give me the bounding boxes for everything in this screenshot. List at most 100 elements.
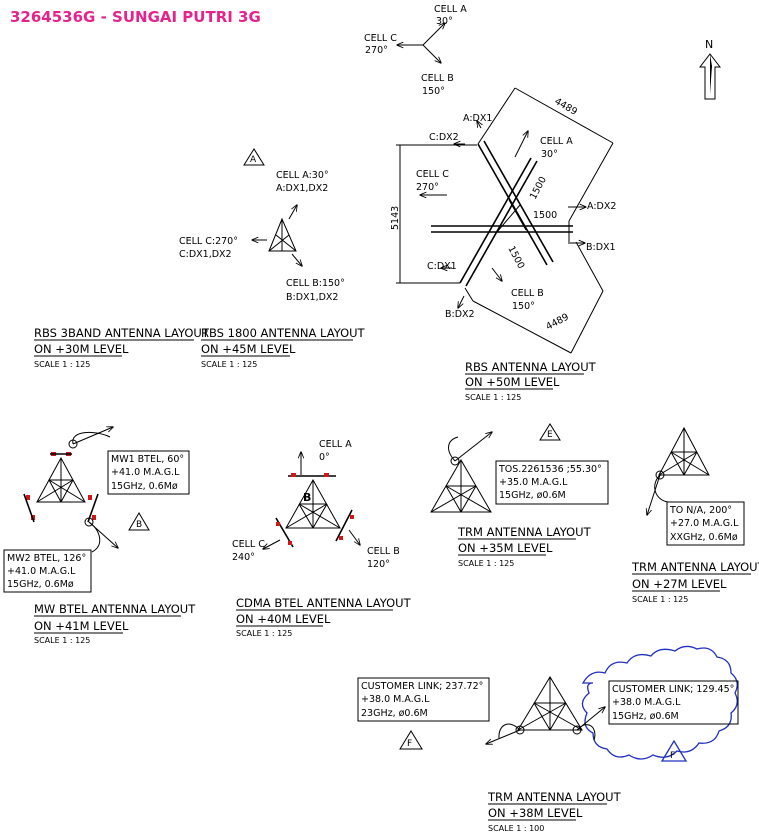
cdma-cell-c: CELL C: [232, 539, 265, 550]
rbs-cell-c-degree: 270°: [416, 182, 439, 193]
cdma-cell-b: CELL B: [367, 546, 400, 557]
trm35-caption-title: TRM ANTENNA LAYOUT: [457, 525, 592, 539]
rbs3band-scale: SCALE 1 : 125: [34, 360, 90, 369]
cdma-btel-layout: B CELL A 0° CELL C 240° CELL B 120° CDMA…: [232, 439, 412, 638]
revision-cloud: [581, 645, 738, 760]
rbs-caption-title: RBS ANTENNA LAYOUT: [465, 360, 597, 374]
trm38-box2-line-1: CUSTOMER LINK; 129.45°: [612, 684, 734, 695]
rbs1800-caption-level: ON +45M LEVEL: [201, 342, 296, 356]
cell-a-degree: 30°: [436, 16, 453, 27]
mw1-line-2: +41.0 M.A.G.L: [111, 467, 180, 478]
trm38-box1-line-2: +38.0 M.A.G.L: [361, 694, 430, 705]
cdma-scale: SCALE 1 : 125: [236, 629, 292, 638]
rbs-cell-a: CELL A: [540, 136, 573, 147]
mw1-line-3: 15GHz, 0.6Mø: [111, 481, 178, 492]
rbs-cell-b: CELL B: [511, 288, 544, 299]
cell-a-label: CELL A: [434, 4, 467, 15]
rbs-dim-5143: 5143: [390, 206, 401, 230]
section-marker-e-label: E: [547, 430, 553, 440]
mw1-info-box: [107, 450, 190, 495]
rbs3band-cell-a-dx: A:DX1,DX2: [276, 183, 328, 194]
trm38-caption-title: TRM ANTENNA LAYOUT: [487, 790, 622, 804]
mw-scale: SCALE 1 : 125: [34, 636, 90, 645]
trm38-box2-line-3: 15GHz, ø0.6M: [612, 711, 679, 722]
trm-27m-layout: TO N/A, 200° +27.0 M.A.G.L XXGHz, 0.6Mø …: [631, 426, 759, 604]
rbs-b-dx2: B:DX2: [445, 309, 475, 320]
rbs3band-caption-level: ON +30M LEVEL: [34, 342, 129, 356]
section-marker-e: [539, 423, 561, 441]
trm35-line-2: +35.0 M.A.G.L: [499, 477, 568, 488]
trm27-scale: SCALE 1 : 125: [632, 595, 688, 604]
mw2-line-2: +41.0 M.A.G.L: [7, 566, 76, 577]
rbs-dim-1500-upper: 1500: [528, 175, 549, 202]
mw-caption-level: ON +41M LEVEL: [34, 619, 129, 633]
cell-c-label: CELL C: [364, 33, 397, 44]
north-arrow-icon: N: [698, 38, 722, 100]
trm35-caption-level: ON +35M LEVEL: [458, 541, 553, 555]
cdma-cell-b-degree: 120°: [367, 559, 390, 570]
mw1-line-1: MW1 BTEL, 60°: [111, 454, 184, 465]
section-marker-f-2-label: F: [670, 751, 675, 761]
cdma-cell-a-degree: 0°: [319, 452, 330, 463]
trm38-caption-level: ON +38M LEVEL: [488, 806, 583, 820]
trm35-line-1: TOS.2261536 ;55.30°: [498, 464, 602, 475]
rbs-antenna-layout: A:DX1 C:DX2 CELL A 30° CELL C 270° A:DX2…: [390, 87, 616, 402]
trm27-info-box: [666, 501, 745, 546]
rbs3band-cell-c: CELL C:270°: [179, 236, 238, 247]
cdma-caption-title: CDMA BTEL ANTENNA LAYOUT: [236, 596, 412, 610]
rbs3band-cell-c-dx: C:DX1,DX2: [179, 249, 232, 260]
trm-35m-layout: E TOS.2261536 ;55.30° +35.0 M.A.G.L 15GH…: [430, 423, 609, 568]
cell-b-label: CELL B: [421, 73, 454, 84]
section-marker-b: [128, 512, 150, 531]
rbs-dim-4489-bottom: 4489: [544, 312, 571, 333]
rbs-cell-a-degree: 30°: [541, 149, 558, 160]
trm27-caption-level: ON +27M LEVEL: [632, 577, 727, 591]
rbs-cell-b-degree: 150°: [512, 301, 535, 312]
trm-38m-layout: CUSTOMER LINK; 237.72° +38.0 M.A.G.L 23G…: [357, 645, 739, 833]
trm38-box1-line-1: CUSTOMER LINK; 237.72°: [361, 681, 483, 692]
trm38-scale: SCALE 1 : 100: [488, 824, 544, 833]
section-marker-f-1-label: F: [407, 739, 412, 749]
section-marker-f-1: [399, 730, 423, 750]
cell-b-degree: 150°: [422, 86, 445, 97]
rbs1800-scale: SCALE 1 : 125: [201, 360, 257, 369]
mw-btel-layout: B MW1 BTEL, 60° +41.0 M.A.G.L 15GHz, 0.6…: [3, 427, 196, 645]
cdma-cell-c-degree: 240°: [232, 552, 255, 563]
section-marker-b-label: B: [136, 520, 142, 530]
trm35-info-box: [495, 460, 609, 505]
rbs-c-dx2: C:DX2: [429, 132, 459, 143]
rbs-caption-level: ON +50M LEVEL: [465, 375, 560, 389]
cell-c-degree: 270°: [365, 45, 388, 56]
trm35-scale: SCALE 1 : 125: [458, 559, 514, 568]
rbs3band-cell-b-dx: B:DX1,DX2: [286, 292, 338, 303]
rbs-dim-1500-lower: 1500: [505, 244, 526, 271]
trm38-info-box-2: [608, 680, 739, 725]
cdma-caption-level: ON +40M LEVEL: [236, 612, 331, 626]
rbs-dim-1500-horizontal: 1500: [533, 210, 557, 221]
rbs3band-cell-b: CELL B:150°: [286, 278, 345, 289]
rbs-dim-4489-top: 4489: [553, 96, 579, 118]
rbs-cell-c: CELL C: [416, 169, 449, 180]
cdma-cell-a: CELL A: [319, 439, 352, 450]
rbs1800-caption-title: RBS 1800 ANTENNA LAYOUT: [201, 326, 366, 340]
north-label: N: [705, 38, 713, 51]
section-marker-f-2: [660, 739, 688, 762]
trm38-info-box-1: [357, 677, 490, 722]
trm27-line-2: +27.0 M.A.G.L: [670, 518, 739, 529]
trm27-line-1: TO N/A, 200°: [669, 505, 732, 516]
section-marker-a-label: A: [250, 155, 257, 165]
rbs-3band-layout: A CELL A:30° A:DX1,DX2 CELL C:270° C:DX1…: [34, 148, 345, 369]
cell-orientation-key: CELL A 30° CELL C 270° CELL B 150°: [364, 4, 467, 97]
trm38-box1-line-3: 23GHz, ø0.6M: [361, 708, 428, 719]
rbs-scale: SCALE 1 : 125: [465, 393, 521, 402]
section-marker-a: [243, 148, 265, 166]
drawing-title: 3264536G - SUNGAI PUTRI 3G: [10, 8, 261, 26]
rbs-a-dx1: A:DX1: [463, 113, 492, 124]
rbs-b-dx1: B:DX1: [586, 242, 616, 253]
rbs3band-cell-a: CELL A:30°: [276, 170, 329, 181]
mw-caption-title: MW BTEL ANTENNA LAYOUT: [34, 602, 196, 616]
trm27-line-3: XXGHz, 0.6Mø: [670, 532, 738, 543]
trm27-caption-title: TRM ANTENNA LAYOUT: [631, 560, 759, 574]
rbs-1800-caption: RBS 1800 ANTENNA LAYOUT ON +45M LEVEL SC…: [201, 326, 366, 369]
